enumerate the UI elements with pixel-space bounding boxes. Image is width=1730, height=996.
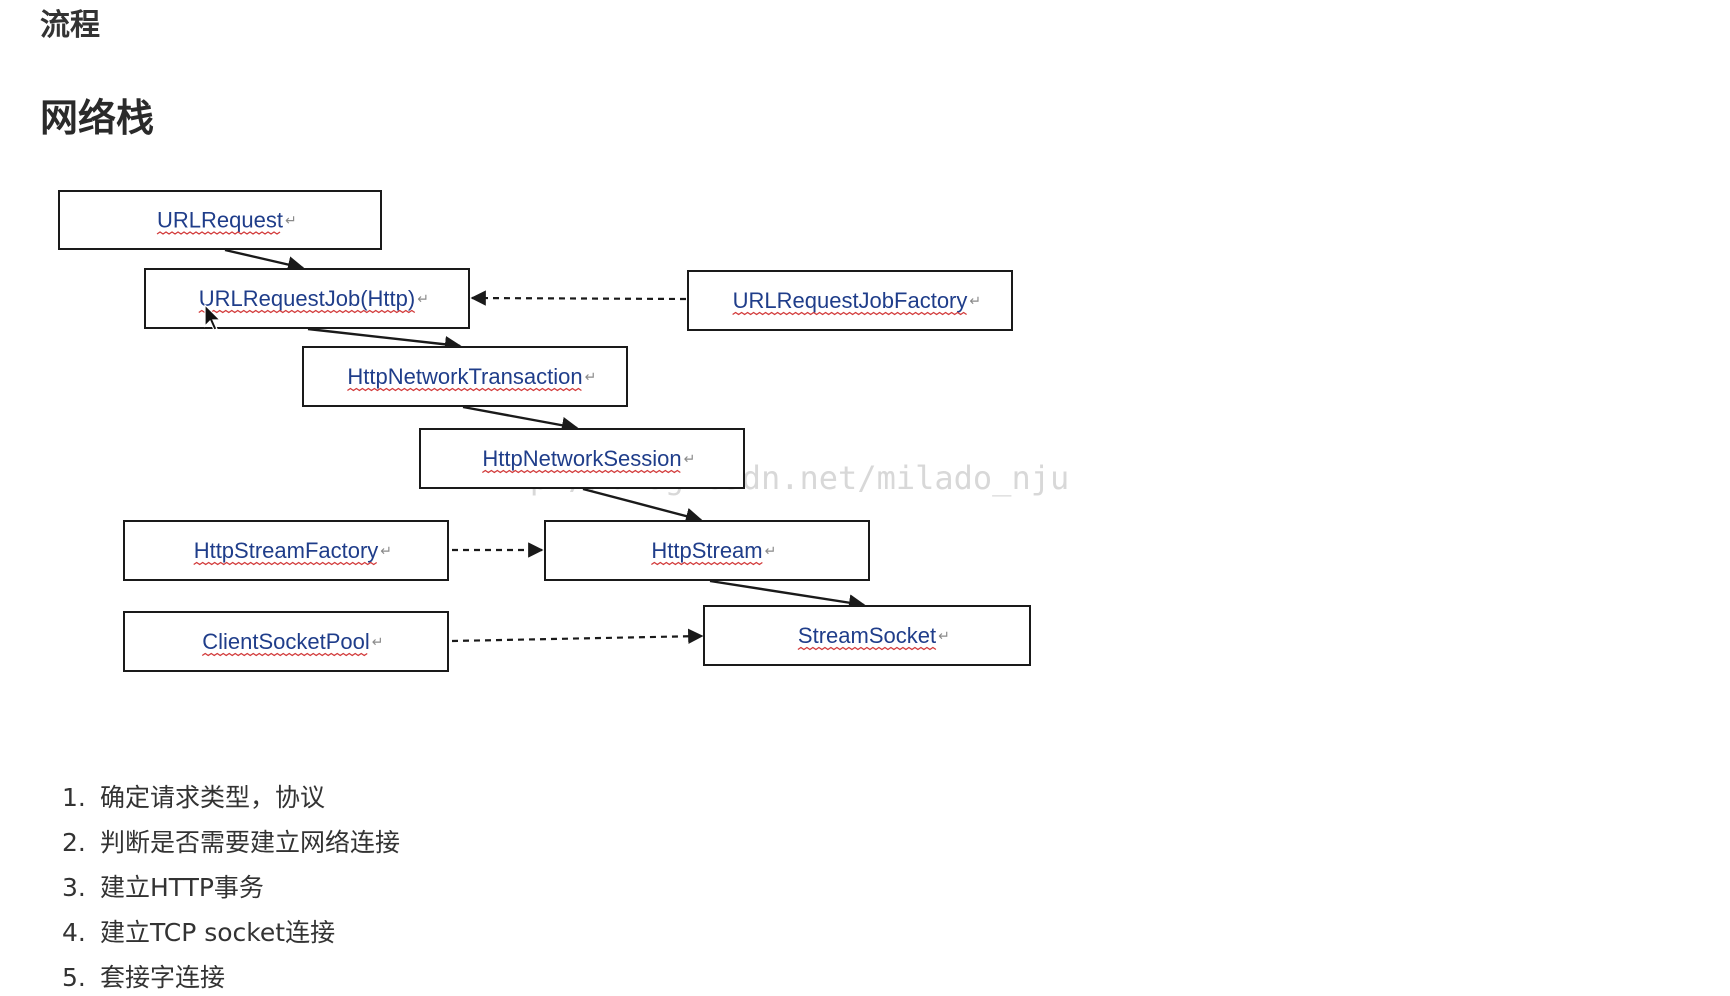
list-item-text: 确定请求类型，协议: [92, 783, 325, 812]
node-box: [144, 268, 470, 329]
node-box: [302, 346, 628, 407]
mouse-cursor-icon: [204, 304, 222, 331]
paragraph-mark-icon: ↵: [372, 635, 384, 651]
node-http-network-session: HttpNetworkSession↵: [419, 428, 745, 489]
paragraph-mark-icon: ↵: [765, 544, 777, 560]
node-label: HttpStreamFactory: [194, 538, 379, 563]
node-http-stream: HttpStream↵: [544, 520, 870, 581]
list-item-text: 判断是否需要建立网络连接: [92, 828, 400, 857]
spellcheck-underline: [481, 469, 681, 474]
node-label: URLRequestJobFactory: [733, 288, 968, 313]
list-item: 5. 套接字连接: [62, 955, 400, 996]
paragraph-mark-icon: ↵: [380, 544, 392, 560]
edge-client-socket-pool-to-stream-socket: [451, 628, 704, 644]
node-label: URLRequestJob(Http): [199, 286, 415, 311]
edge-url-request-job-factory-to-url-request-job: [470, 290, 687, 306]
node-http-network-transaction: HttpNetworkTransaction↵: [302, 346, 628, 407]
edge-http-network-transaction-to-http-network-session: [462, 405, 579, 434]
spellcheck-underline: [198, 309, 416, 314]
node-label: HttpNetworkTransaction: [347, 364, 582, 389]
paragraph-mark-icon: ↵: [585, 370, 597, 386]
node-label: StreamSocket: [798, 623, 936, 648]
node-url-request-job-factory: URLRequestJobFactory↵: [687, 270, 1013, 331]
list-item-text: 建立HTTP事务: [92, 873, 264, 902]
list-item: 3. 建立HTTP事务: [62, 865, 400, 910]
node-client-socket-pool: ClientSocketPool↵: [123, 611, 449, 672]
spellcheck-underline: [797, 646, 937, 651]
list-item-text: 套接字连接: [92, 963, 225, 992]
list-item-number: 3.: [62, 873, 86, 902]
list-item: 4. 建立TCP socket连接: [62, 910, 400, 955]
list-item-number: 5.: [62, 963, 86, 992]
list-item-number: 2.: [62, 828, 86, 857]
spellcheck-underline: [193, 561, 378, 566]
nodes-layer: URLRequest↵URLRequestJob(Http)↵URLReques…: [58, 190, 1031, 672]
list-item-text: 建立TCP socket连接: [92, 918, 336, 947]
edge-http-stream-to-stream-socket: [709, 579, 866, 611]
edge-http-network-session-to-http-stream: [582, 487, 703, 525]
node-label: HttpNetworkSession: [482, 446, 681, 471]
node-http-stream-factory: HttpStreamFactory↵: [123, 520, 449, 581]
list-item-number: 4.: [62, 918, 86, 947]
spellcheck-underline: [347, 387, 582, 392]
node-box: [58, 190, 382, 250]
node-box: [123, 520, 449, 581]
edge-url-request-job-to-http-network-transaction: [307, 327, 462, 353]
paragraph-mark-icon: ↵: [285, 213, 297, 229]
node-box: [703, 605, 1031, 666]
list-item: 1. 确定请求类型，协议: [62, 775, 400, 820]
paragraph-mark-icon: ↵: [417, 292, 429, 308]
edge-url-request-to-url-request-job: [224, 248, 305, 273]
paragraph-mark-icon: ↵: [684, 452, 696, 468]
page-title: 网络栈: [40, 96, 155, 140]
node-stream-socket: StreamSocket↵: [703, 605, 1031, 666]
node-url-request: URLRequest↵: [58, 190, 382, 250]
node-label: URLRequest: [157, 208, 283, 233]
section-heading: 流程: [40, 8, 100, 43]
node-label: HttpStream: [651, 538, 762, 563]
spellcheck-underline: [651, 561, 763, 566]
node-url-request-job: URLRequestJob(Http)↵: [144, 268, 470, 329]
paragraph-mark-icon: ↵: [938, 629, 950, 645]
spellcheck-underline: [156, 231, 281, 235]
list-item-number: 1.: [62, 783, 86, 812]
spellcheck-underline: [732, 311, 967, 316]
node-box: [544, 520, 870, 581]
node-label: ClientSocketPool: [202, 629, 370, 654]
node-box: [419, 428, 745, 489]
node-box: [687, 270, 1013, 331]
spellcheck-underline: [201, 652, 368, 657]
edges-layer: [224, 248, 866, 644]
paragraph-mark-icon: ↵: [969, 294, 981, 310]
list-item: 2. 判断是否需要建立网络连接: [62, 820, 400, 865]
node-box: [123, 611, 449, 672]
